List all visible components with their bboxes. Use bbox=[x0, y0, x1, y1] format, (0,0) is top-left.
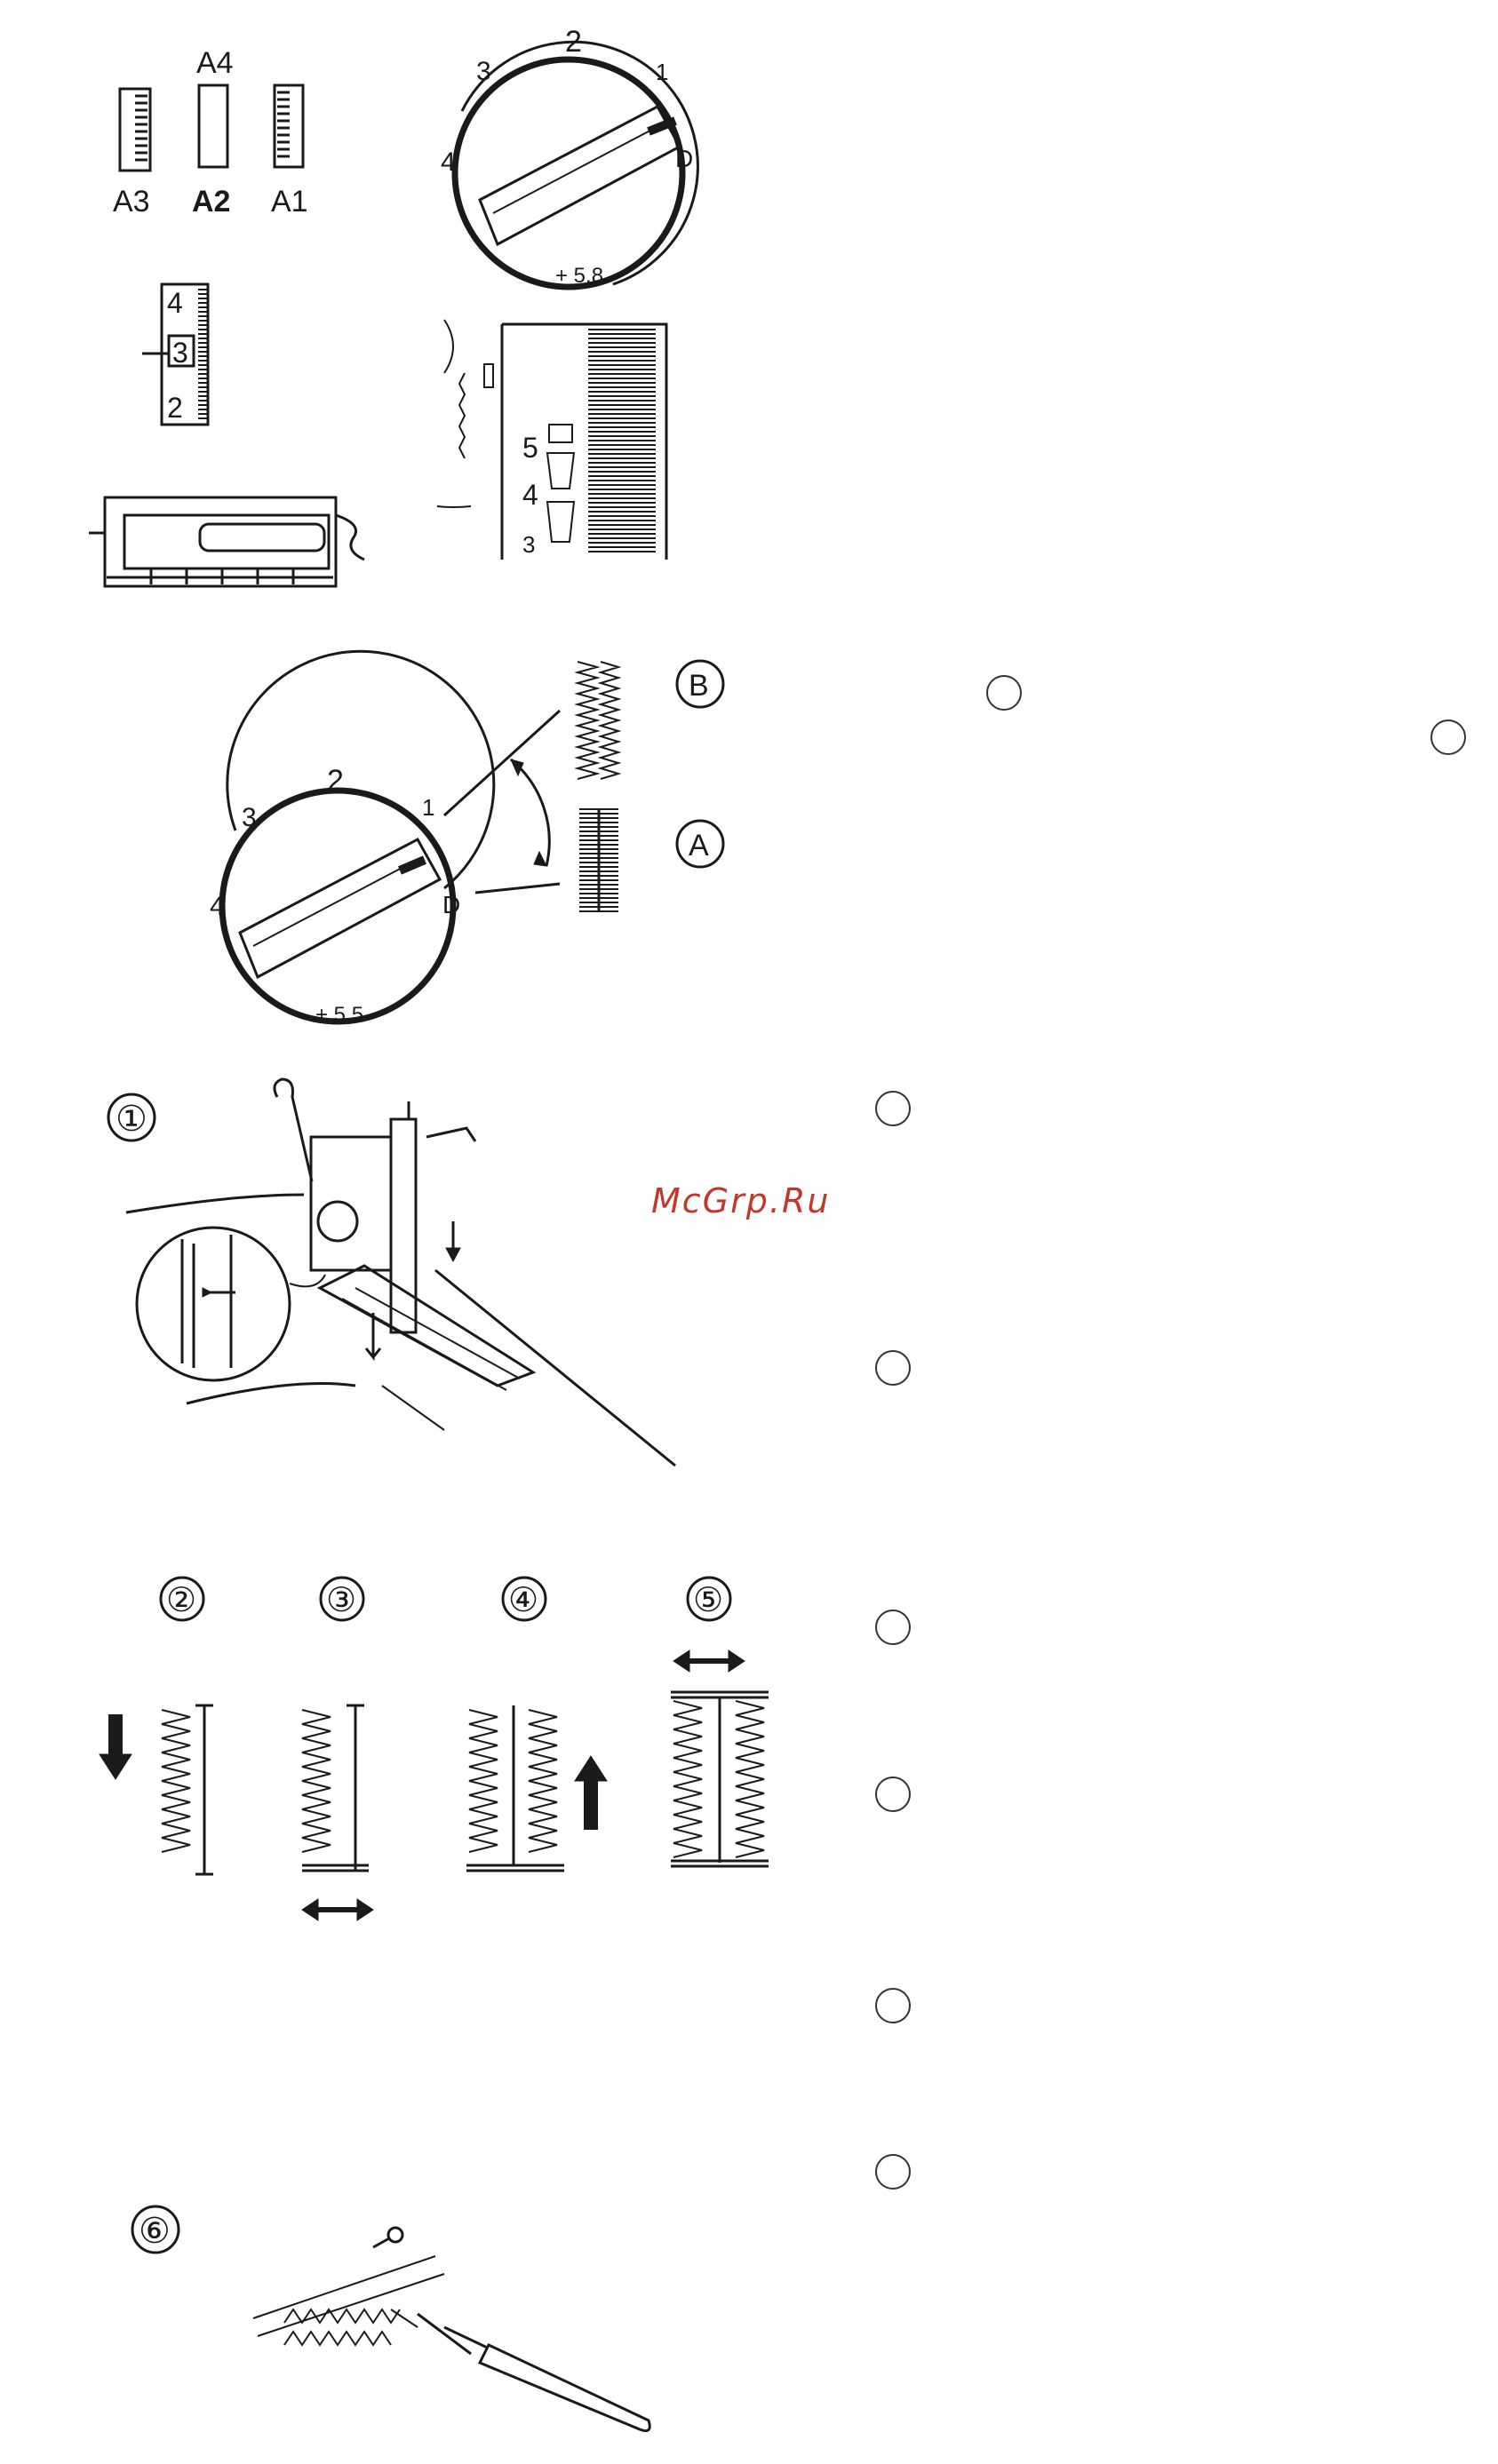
dial-top-4: 4 bbox=[441, 147, 456, 177]
stitch-icon-a1 bbox=[275, 85, 303, 167]
strip-2: 2 bbox=[167, 392, 183, 424]
step-1-label: ① bbox=[116, 1100, 147, 1139]
dial-mid-1: 1 bbox=[422, 794, 434, 821]
needle-position-strip: 4 3 2 bbox=[142, 284, 208, 425]
length-5: 5 bbox=[522, 432, 538, 464]
dial-top-d: D bbox=[675, 145, 693, 172]
dial-top-bottom: + 5.8 - bbox=[555, 264, 617, 288]
reference-marker-3 bbox=[875, 1091, 911, 1126]
step-4-label: ④ bbox=[508, 1582, 538, 1619]
stitch-icon-a2 bbox=[199, 85, 227, 167]
length-4: 4 bbox=[522, 479, 538, 511]
label-b: B bbox=[689, 669, 709, 703]
stitch-icon-a3 bbox=[120, 89, 150, 171]
stitch-selector-figure: A4 A3 A2 A1 bbox=[113, 46, 308, 219]
label-a1: A1 bbox=[271, 185, 308, 219]
stitch-length-dial: 5 4 3 bbox=[437, 320, 666, 560]
dial-mid-4: 4 bbox=[210, 892, 225, 921]
dial-mid-3: 3 bbox=[242, 803, 257, 832]
step-1-illustration: ① bbox=[108, 1079, 675, 1466]
reference-marker-5 bbox=[875, 1610, 911, 1645]
dial-mid-bottom: + 5.5 - bbox=[315, 1003, 377, 1027]
step-3-label: ③ bbox=[326, 1582, 356, 1619]
reference-marker-4 bbox=[875, 1350, 911, 1386]
dial-mid-2: 2 bbox=[327, 764, 344, 798]
label-a2: A2 bbox=[192, 185, 230, 219]
reference-marker-7 bbox=[875, 1988, 911, 2023]
dial-top-2: 2 bbox=[565, 25, 582, 59]
label-a3: A3 bbox=[113, 185, 150, 219]
dial-top-1: 1 bbox=[656, 59, 668, 85]
pattern-dial-top: 2 3 4 1 D + 5.8 - bbox=[441, 25, 697, 288]
dial-mid-d: D bbox=[442, 891, 460, 918]
label-a4: A4 bbox=[196, 46, 234, 80]
length-3: 3 bbox=[522, 531, 535, 558]
step-6-illustration: ⑥ bbox=[132, 2206, 649, 2431]
step-6-label: ⑥ bbox=[139, 2212, 171, 2251]
step-2-label: ② bbox=[166, 1582, 196, 1619]
buttonhole-steps: ② ③ ④ ⑤ bbox=[100, 1578, 769, 1920]
pattern-dial-mid: 2 3 4 1 D + 5.5 - bbox=[210, 651, 560, 1027]
reference-marker-1 bbox=[986, 675, 1022, 711]
strip-4: 4 bbox=[167, 287, 183, 319]
watermark: McGrp.Ru bbox=[651, 1181, 830, 1220]
label-a: A bbox=[689, 829, 709, 862]
reference-marker-2 bbox=[1430, 719, 1466, 755]
strip-3: 3 bbox=[172, 337, 188, 369]
density-samples: B A bbox=[578, 661, 723, 913]
buttonhole-foot-side bbox=[89, 497, 364, 586]
step-5-label: ⑤ bbox=[693, 1582, 723, 1619]
reference-marker-8 bbox=[875, 2154, 911, 2190]
dial-top-3: 3 bbox=[476, 57, 491, 86]
reference-marker-6 bbox=[875, 1776, 911, 1812]
